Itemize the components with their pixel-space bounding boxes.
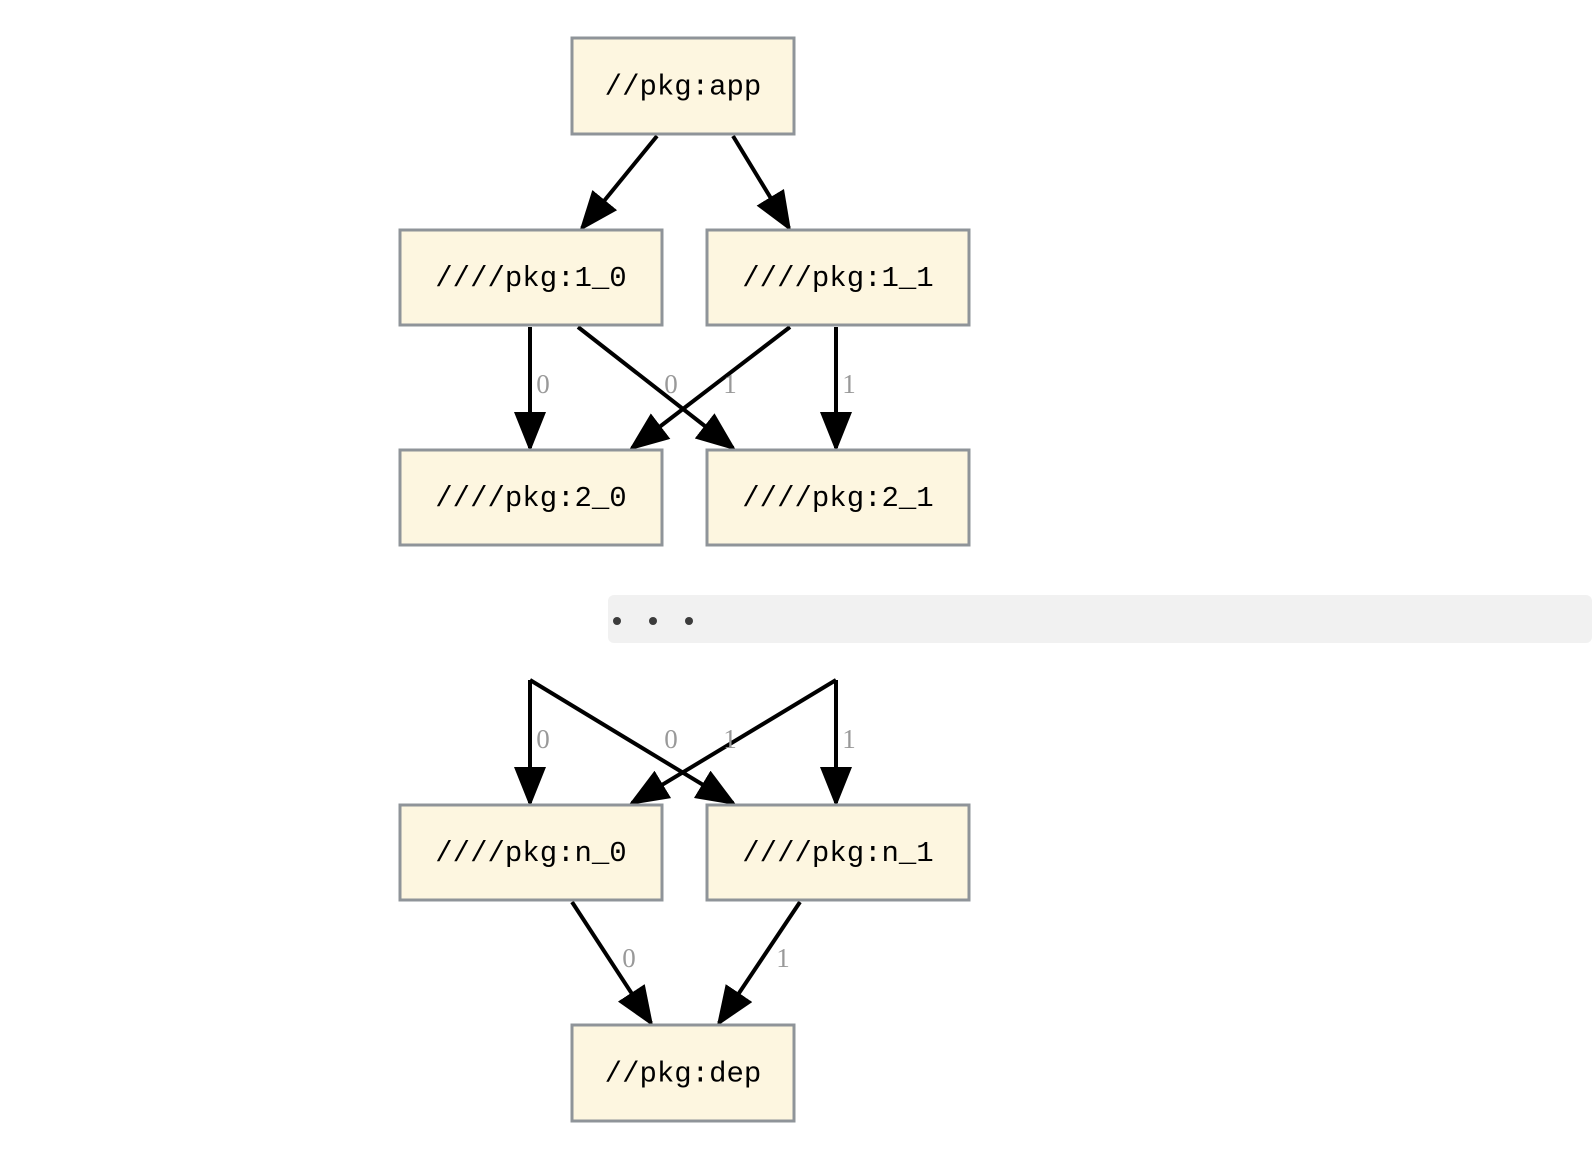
edge-label: 1	[842, 369, 856, 399]
graph-node-n2_1[interactable]: ////pkg:2_1	[705, 448, 971, 547]
ellipsis-separator	[608, 595, 1592, 643]
node-label: //pkg:app	[605, 71, 762, 104]
node-label: //pkg:dep	[605, 1058, 762, 1091]
node-label: ////pkg:2_1	[742, 482, 933, 515]
node-box[interactable]	[705, 448, 971, 547]
graph-edge	[528, 678, 737, 806]
graph-node-dep[interactable]: //pkg:dep	[570, 1023, 796, 1123]
node-label: ////pkg:n_0	[435, 837, 626, 870]
graph-node-n1_0[interactable]: ////pkg:1_0	[398, 228, 664, 327]
graph-edge	[731, 134, 792, 232]
graph-edge	[716, 900, 802, 1027]
edge-label: 0	[622, 943, 636, 973]
graph-node-n1_1[interactable]: ////pkg:1_1	[705, 228, 971, 327]
node-box[interactable]	[398, 803, 664, 902]
graph-edge	[579, 134, 659, 232]
graph-node-nn_1[interactable]: ////pkg:n_1	[705, 803, 971, 902]
edge-label: 1	[723, 369, 737, 399]
edge-label: 0	[536, 369, 550, 399]
node-label: ////pkg:2_0	[435, 482, 626, 515]
graph-edge	[576, 325, 737, 451]
edge-label: 0	[664, 369, 678, 399]
ellipsis-dot	[649, 617, 657, 625]
edge-label: 1	[842, 724, 856, 754]
graph-node-nn_0[interactable]: ////pkg:n_0	[398, 803, 664, 902]
graph-edges	[514, 134, 852, 1027]
node-box[interactable]	[570, 36, 796, 136]
node-box[interactable]	[705, 228, 971, 327]
graph-nodes: //pkg:app ////pkg:1_0 ////pkg:1_1 ////pkg:2…	[398, 36, 971, 1123]
node-label: ////pkg:1_1	[742, 262, 933, 295]
node-box[interactable]	[705, 803, 971, 902]
ellipsis-dot	[613, 617, 621, 625]
edge-label: 0	[536, 724, 550, 754]
ellipsis-dot	[685, 617, 693, 625]
graph-edge	[628, 325, 792, 451]
graph-node-app[interactable]: //pkg:app	[570, 36, 796, 136]
edge-label: 1	[723, 724, 737, 754]
graph-edge	[570, 900, 654, 1027]
graph-edge	[628, 678, 838, 806]
node-box[interactable]	[570, 1023, 796, 1123]
node-box[interactable]	[398, 448, 664, 547]
graph-node-n2_0[interactable]: ////pkg:2_0	[398, 448, 664, 547]
ellipsis-band	[608, 595, 1592, 643]
node-box[interactable]	[398, 228, 664, 327]
edge-label: 1	[776, 943, 790, 973]
edge-label: 0	[664, 724, 678, 754]
graph-edge-labels: 0 0 1 1 0 0 1 1 0 1	[536, 369, 856, 973]
node-label: ////pkg:n_1	[742, 837, 933, 870]
node-label: ////pkg:1_0	[435, 262, 626, 295]
